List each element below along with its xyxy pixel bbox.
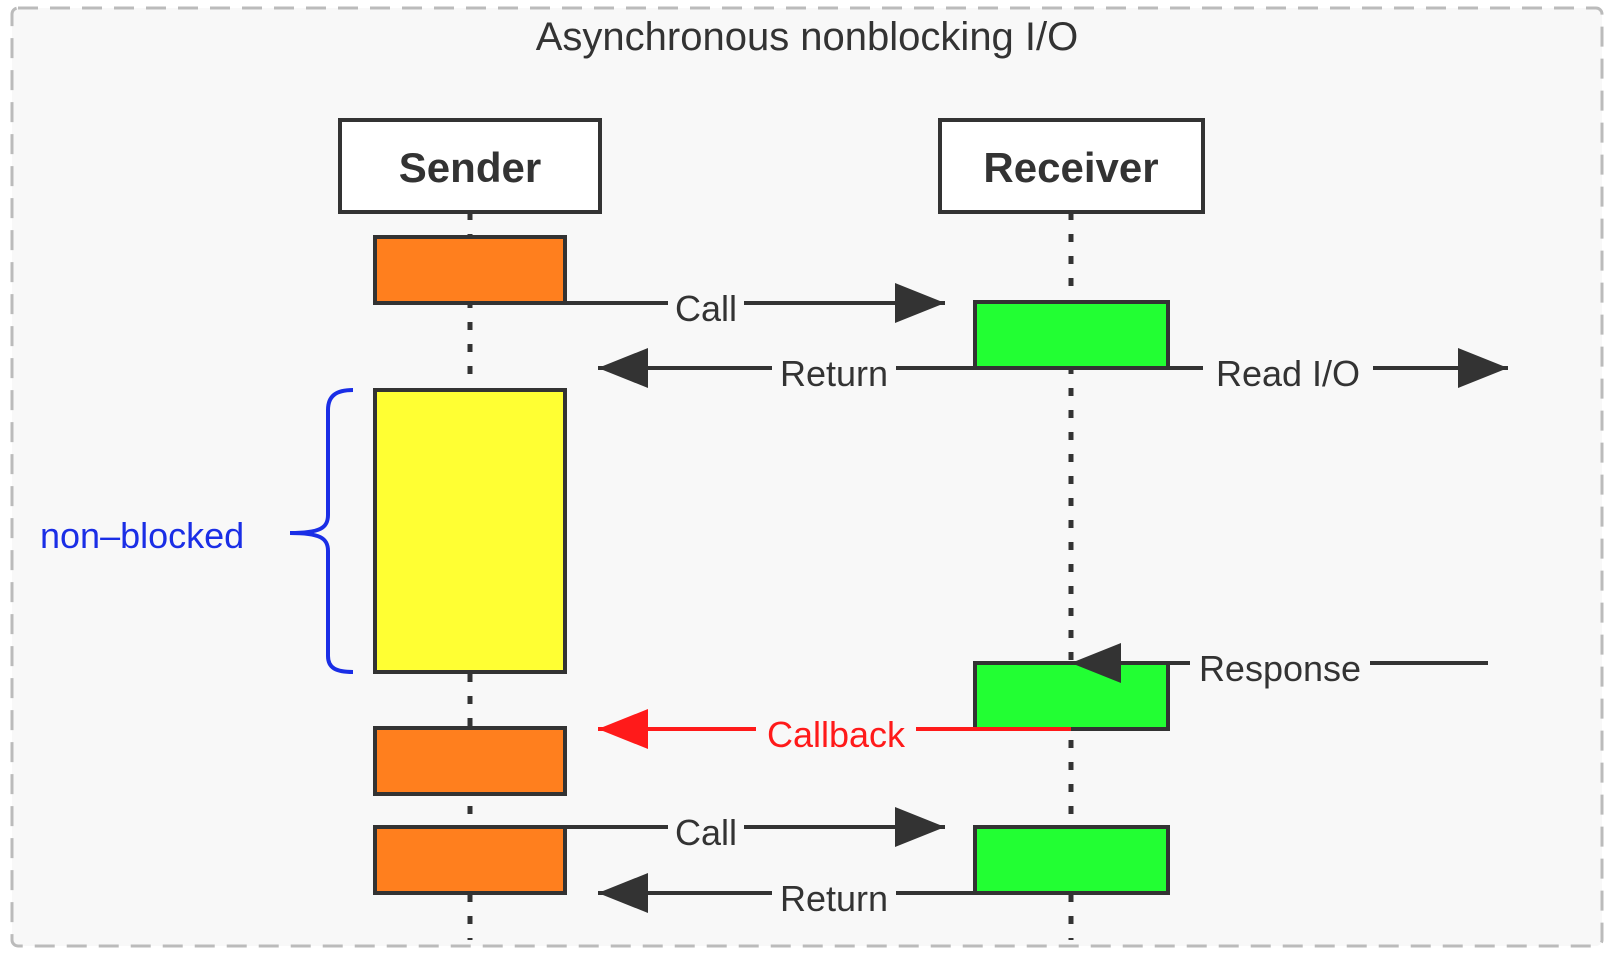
sender-activation-call-2 [373, 825, 567, 895]
callback-label: Callback [767, 714, 906, 755]
call-1-label-bg [668, 286, 744, 326]
read-io-label: Read I/O [1216, 353, 1360, 394]
call-2-label: Call [675, 812, 737, 853]
receiver-activation-2 [973, 825, 1170, 895]
receiver-label: Receiver [983, 144, 1158, 191]
call-2-label-bg [668, 810, 744, 850]
diagram-title: Asynchronous nonblocking I/O [536, 15, 1079, 59]
sender-label: Sender [399, 144, 541, 191]
diagram-frame [10, 6, 1604, 948]
receiver-activation-1 [973, 300, 1170, 370]
response-label-bg [1190, 646, 1370, 686]
non-blocked-label: non–blocked [40, 515, 244, 556]
receiver-box [938, 118, 1205, 214]
sender-nonblocked-activation [373, 388, 567, 674]
return-2-label-bg [772, 876, 896, 916]
non-blocked-brace [289, 388, 354, 674]
receiver-activation-response [973, 661, 1170, 731]
callback-label-bg [756, 712, 916, 752]
return-2-label: Return [780, 878, 888, 919]
read-io-label-bg [1203, 351, 1373, 391]
sender-activation-call-1 [373, 235, 567, 305]
return-1-label: Return [780, 353, 888, 394]
call-1-label: Call [675, 288, 737, 329]
sender-box [338, 118, 602, 214]
return-1-label-bg [772, 351, 896, 391]
response-label: Response [1199, 648, 1361, 689]
sender-activation-callback [373, 726, 567, 796]
